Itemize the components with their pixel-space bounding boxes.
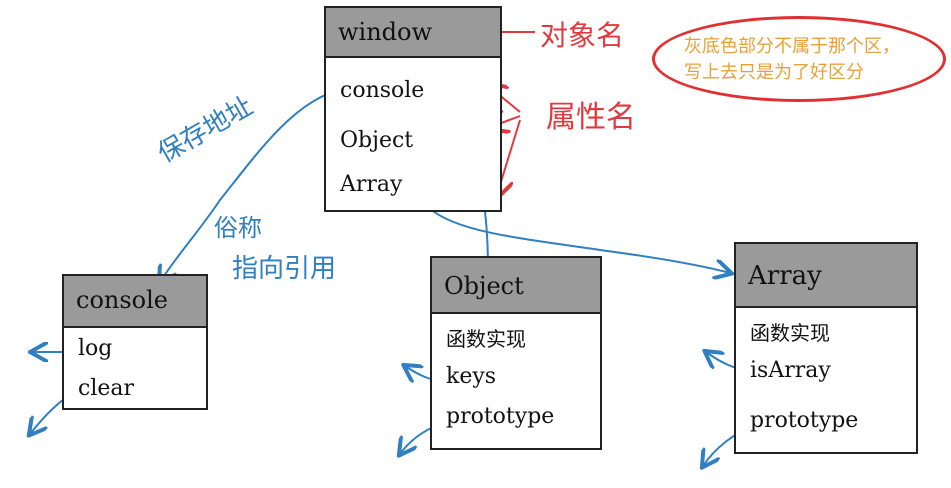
- object-box: Object 函数实现 keys prototype: [430, 256, 602, 450]
- note-ellipse: [652, 16, 946, 102]
- console-prop-clear: clear: [78, 376, 135, 401]
- object-prop-keys: keys: [446, 364, 497, 389]
- window-prop-array: Array: [340, 172, 403, 197]
- arrow-array-to-array-box: [424, 203, 730, 273]
- label-property-name: 属性名: [546, 100, 636, 135]
- window-prop-console: console: [340, 78, 425, 103]
- object-section-function-impl: 函数实现: [446, 327, 526, 351]
- array-box-title: Array: [736, 244, 916, 308]
- array-prop-prototype: prototype: [750, 408, 859, 433]
- window-prop-object: Object: [340, 128, 414, 153]
- note-line-1: 灰底色部分不属于那个区，: [684, 36, 900, 57]
- label-points-to-reference: 指向引用: [232, 254, 337, 284]
- label-object-name: 对象名: [540, 19, 625, 52]
- label-also-called: 俗称: [214, 214, 262, 242]
- array-box: Array 函数实现 isArray prototype: [734, 242, 918, 454]
- console-box: console log clear: [62, 274, 208, 410]
- note-text: 灰底色部分不属于那个区， 写上去只是为了好区分: [684, 34, 900, 86]
- object-prop-prototype: prototype: [446, 404, 555, 429]
- arrow-console-to-console-box: [160, 87, 353, 282]
- note-line-2: 写上去只是为了好区分: [684, 62, 864, 83]
- array-prop-isarray: isArray: [750, 358, 831, 383]
- console-prop-log: log: [78, 336, 113, 361]
- window-box-title: window: [326, 8, 500, 58]
- object-box-title: Object: [432, 258, 600, 314]
- array-section-function-impl: 函数实现: [750, 321, 830, 345]
- console-box-title: console: [64, 276, 206, 328]
- window-box: window console Object Array: [324, 6, 502, 212]
